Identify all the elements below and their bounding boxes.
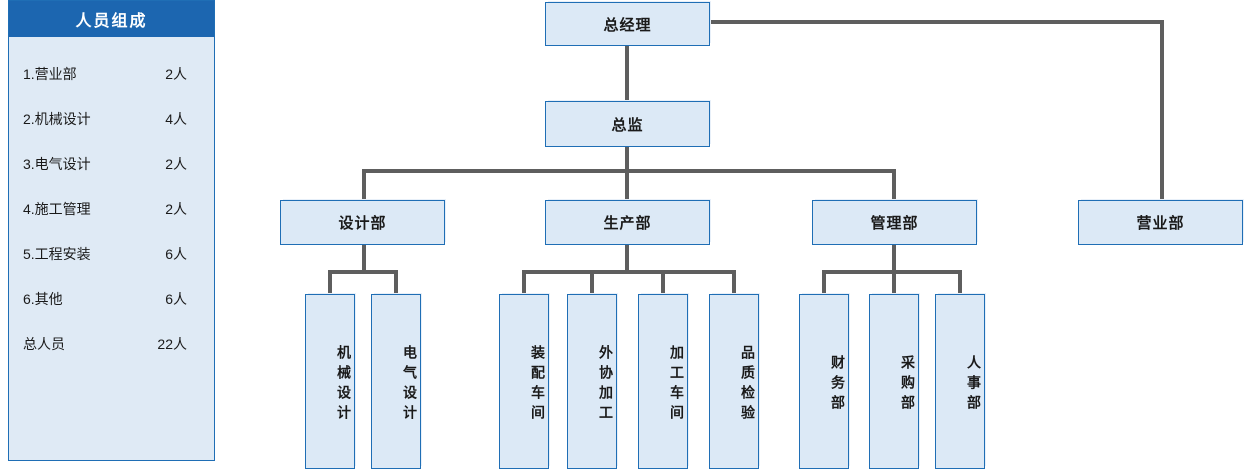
node-purchasing-dept[interactable]: 采购部 — [869, 294, 919, 469]
connector-design-to-electrical — [394, 270, 398, 296]
connector-gm-to-sales-horizontal — [709, 20, 1164, 24]
node-machining-shop[interactable]: 加工车间 — [638, 294, 688, 469]
node-design-dept[interactable]: 设计部 — [280, 200, 445, 245]
node-assembly-shop[interactable]: 装配车间 — [499, 294, 549, 469]
list-item-value: 2人 — [165, 155, 187, 172]
connector-production-drop — [625, 245, 629, 272]
list-item-label: 总人员 — [23, 335, 65, 352]
list-item-label: 1.营业部 — [23, 65, 77, 82]
node-outsourced-processing[interactable]: 外协加工 — [567, 294, 617, 469]
personnel-list: 1.营业部 2人 2.机械设计 4人 3.电气设计 2人 4.施工管理 2人 5… — [9, 37, 214, 366]
connector-gm-to-director — [625, 44, 629, 100]
list-item-value: 6人 — [165, 245, 187, 262]
connector-gm-to-sales-vertical — [1160, 20, 1164, 200]
list-item-value: 2人 — [165, 200, 187, 217]
node-sales-dept[interactable]: 营业部 — [1078, 200, 1243, 245]
node-hr-dept[interactable]: 人事部 — [935, 294, 985, 469]
personnel-composition-panel: 人员组成 1.营业部 2人 2.机械设计 4人 3.电气设计 2人 4.施工管理… — [8, 0, 215, 461]
node-finance-dept[interactable]: 财务部 — [799, 294, 849, 469]
connector-design-drop — [362, 245, 366, 272]
node-mechanical-design[interactable]: 机械设计 — [305, 294, 355, 469]
list-item-label: 4.施工管理 — [23, 200, 91, 217]
connector-production-bus — [522, 270, 736, 274]
node-electrical-design[interactable]: 电气设计 — [371, 294, 421, 469]
list-item: 1.营业部 2人 — [9, 51, 214, 96]
list-item-value: 22人 — [157, 335, 187, 352]
list-item-value: 6人 — [165, 290, 187, 307]
connector-production-to-outsourced — [590, 270, 594, 296]
connector-management-to-purchasing — [892, 270, 896, 296]
connector-management-to-hr — [958, 270, 962, 296]
list-item: 5.工程安装 6人 — [9, 231, 214, 276]
connector-bus-to-management — [892, 169, 896, 200]
list-item: 2.机械设计 4人 — [9, 96, 214, 141]
node-production-dept[interactable]: 生产部 — [545, 200, 710, 245]
node-quality-inspection[interactable]: 品质检验 — [709, 294, 759, 469]
connector-design-to-mechanical — [328, 270, 332, 296]
list-item-total: 总人员 22人 — [9, 321, 214, 366]
list-item-label: 3.电气设计 — [23, 155, 91, 172]
list-item: 6.其他 6人 — [9, 276, 214, 321]
connector-design-bus — [328, 270, 398, 274]
list-item-label: 2.机械设计 — [23, 110, 91, 127]
list-item-label: 5.工程安装 — [23, 245, 91, 262]
list-item-value: 4人 — [165, 110, 187, 127]
connector-director-drop — [625, 147, 629, 173]
list-item-label: 6.其他 — [23, 290, 63, 307]
list-item: 3.电气设计 2人 — [9, 141, 214, 186]
connector-bus-to-design — [362, 169, 366, 200]
list-item-value: 2人 — [165, 65, 187, 82]
list-item: 4.施工管理 2人 — [9, 186, 214, 231]
connector-management-drop — [892, 245, 896, 272]
connector-director-bus — [362, 169, 896, 173]
node-director[interactable]: 总监 — [545, 101, 710, 147]
connector-management-to-finance — [822, 270, 826, 296]
connector-production-to-machining — [661, 270, 665, 296]
connector-production-to-quality — [732, 270, 736, 296]
connector-bus-to-production — [625, 169, 629, 200]
node-management-dept[interactable]: 管理部 — [812, 200, 977, 245]
panel-title: 人员组成 — [9, 1, 214, 37]
connector-production-to-assembly — [522, 270, 526, 296]
node-general-manager[interactable]: 总经理 — [545, 2, 710, 46]
